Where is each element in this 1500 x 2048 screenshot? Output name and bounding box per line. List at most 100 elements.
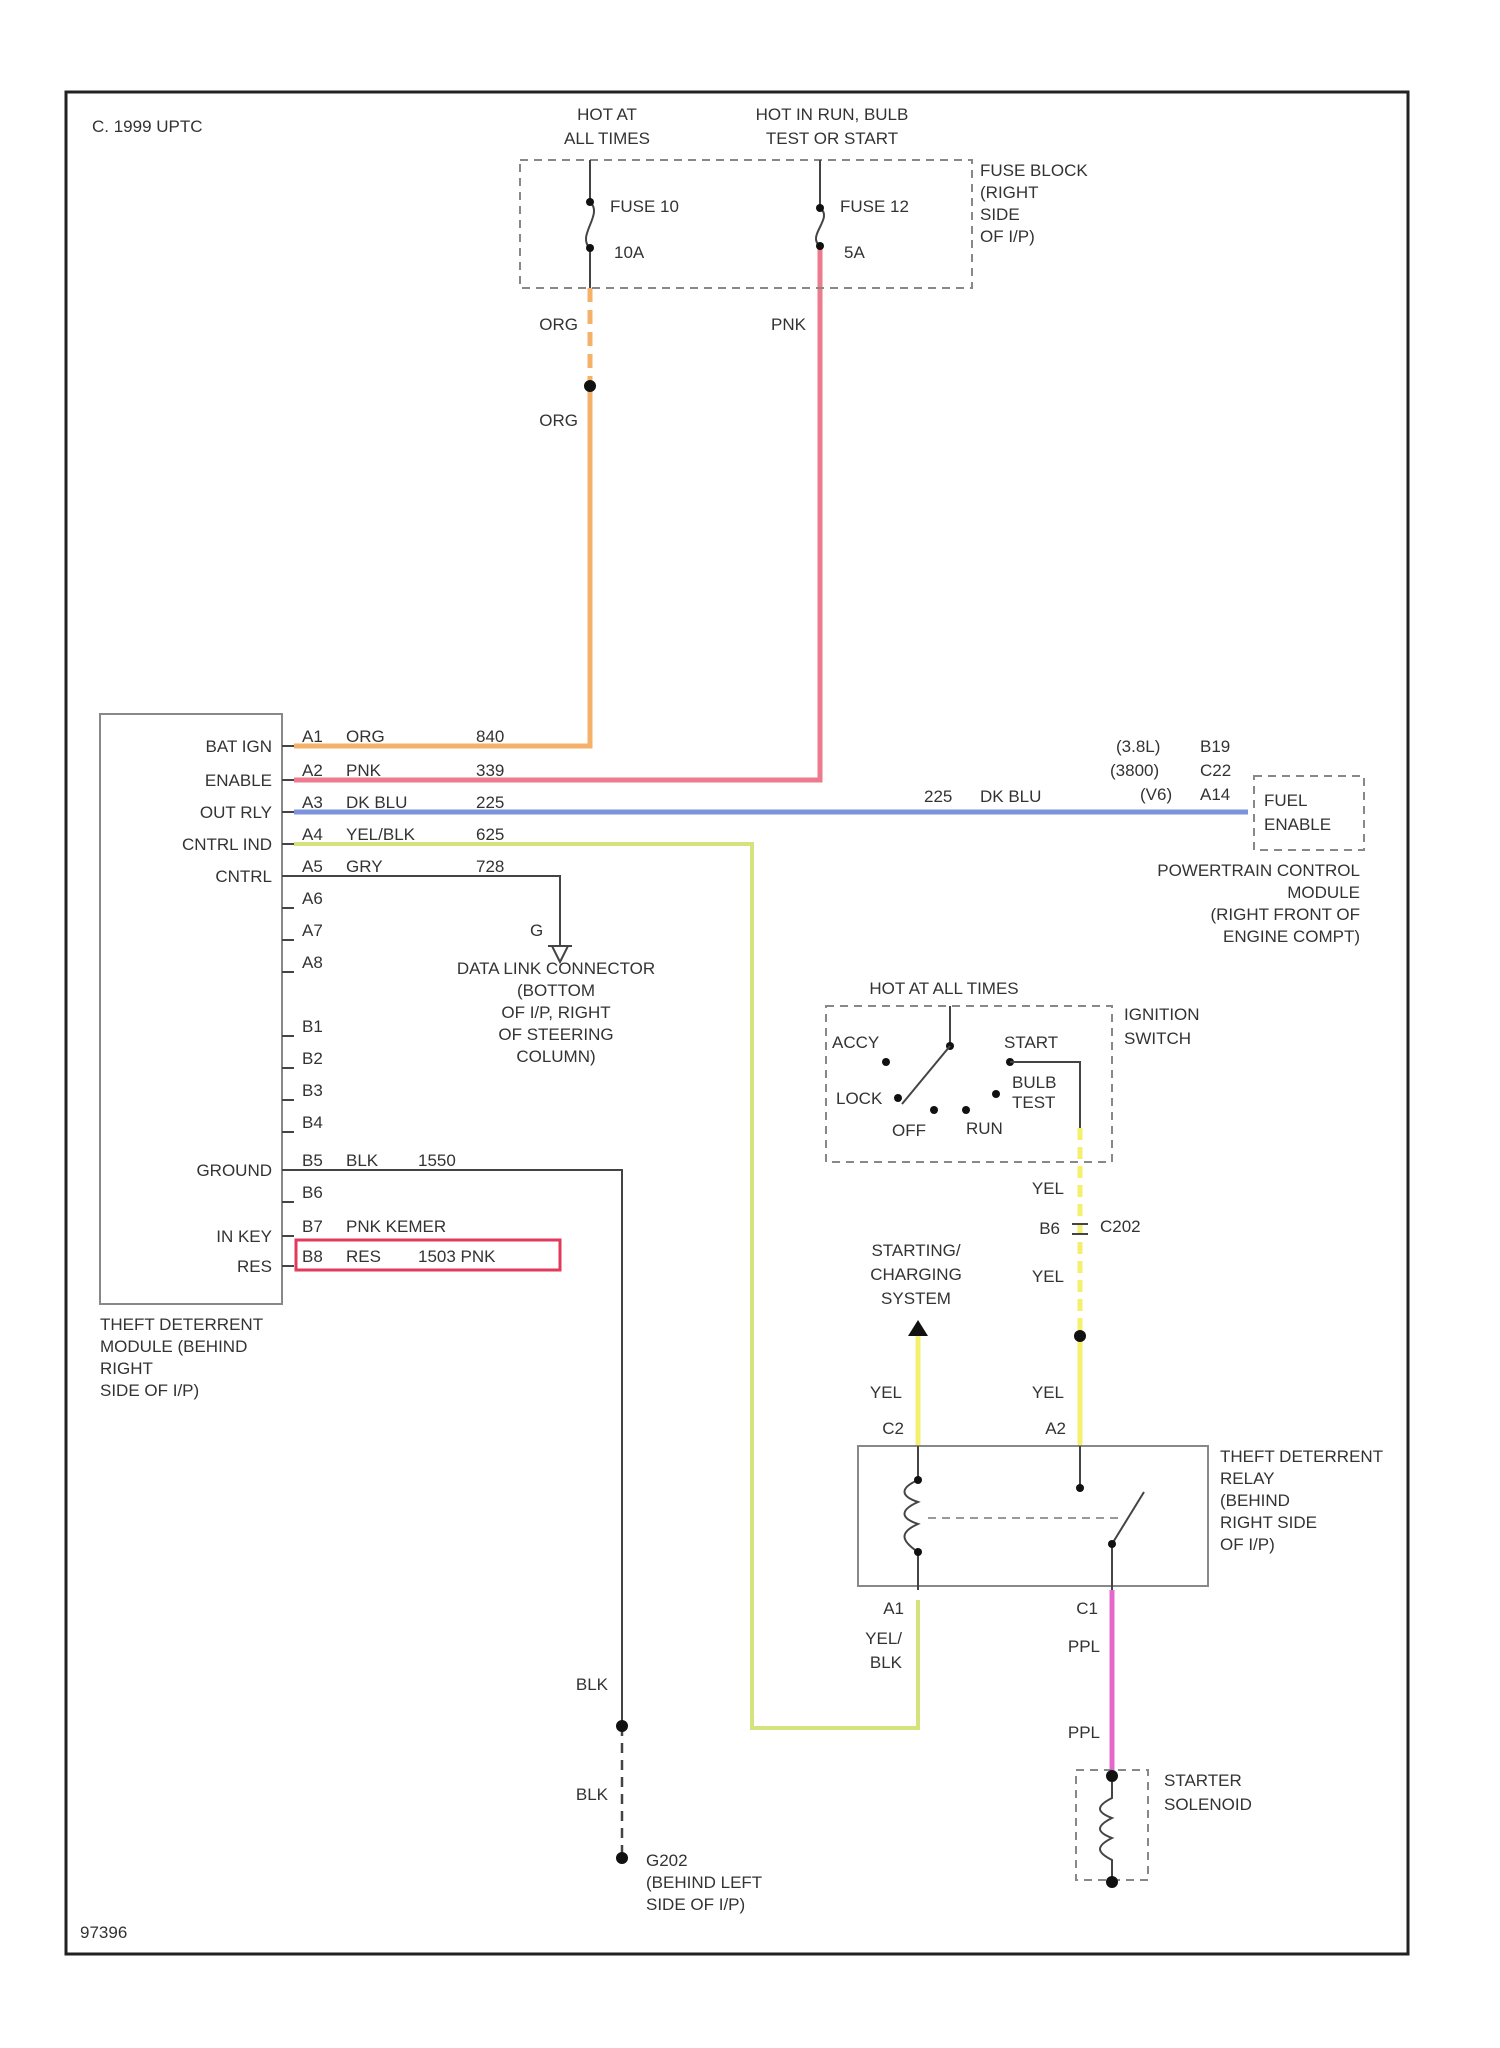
org-label-1: ORG bbox=[539, 315, 578, 334]
pcm-label-1: POWERTRAIN CONTROL bbox=[1157, 861, 1360, 880]
module-pin-id: B5 bbox=[302, 1151, 323, 1170]
module-pin-id: A4 bbox=[302, 825, 323, 844]
module-pin-id: B3 bbox=[302, 1081, 323, 1100]
starting-label-3: SYSTEM bbox=[881, 1289, 951, 1308]
module-pin-circuit: 1503 PNK bbox=[418, 1247, 496, 1266]
relay-a1: A1 bbox=[883, 1599, 904, 1618]
figure-id: 97396 bbox=[80, 1923, 127, 1942]
starting-label-2: CHARGING bbox=[870, 1265, 962, 1284]
starter-coil-icon bbox=[1100, 1782, 1112, 1882]
starting-label-1: STARTING/ bbox=[871, 1241, 960, 1260]
ign-lock-contact bbox=[894, 1094, 902, 1102]
module-label-4: SIDE OF I/P) bbox=[100, 1381, 199, 1400]
ign-start: START bbox=[1004, 1033, 1058, 1052]
c202-pin: B6 bbox=[1039, 1219, 1060, 1238]
fuse-block-label-2: (RIGHT bbox=[980, 183, 1039, 202]
pcm-label-4: ENGINE COMPT) bbox=[1223, 927, 1360, 946]
fuse-12-rating: 5A bbox=[844, 243, 865, 262]
relay-coil-top bbox=[914, 1476, 922, 1484]
module-pin-color: YEL/BLK bbox=[346, 825, 416, 844]
module-pin-id: A1 bbox=[302, 727, 323, 746]
ground-point bbox=[616, 1852, 628, 1864]
module-pin-name: CNTRL IND bbox=[182, 835, 272, 854]
dlc-label-2: (BOTTOM bbox=[517, 981, 595, 1000]
starting-arrow-icon bbox=[908, 1320, 928, 1336]
fuse-12-terminal-bottom bbox=[816, 242, 824, 250]
starter-label-1: STARTER bbox=[1164, 1771, 1242, 1790]
yel-splice bbox=[1074, 1330, 1086, 1342]
ppl-label-2: PPL bbox=[1068, 1723, 1100, 1742]
module-pin-circuit: 728 bbox=[476, 857, 504, 876]
module-pin-id: A5 bbox=[302, 857, 323, 876]
ign-run-contact bbox=[962, 1106, 970, 1114]
dlc-label-3: OF I/P, RIGHT bbox=[501, 1003, 610, 1022]
ign-off: OFF bbox=[892, 1121, 926, 1140]
module-pin-name: CNTRL bbox=[215, 867, 272, 886]
module-pin-circuit: 625 bbox=[476, 825, 504, 844]
ppl-label-1: PPL bbox=[1068, 1637, 1100, 1656]
module-label-2: MODULE (BEHIND bbox=[100, 1337, 247, 1356]
relay-a2: A2 bbox=[1045, 1419, 1066, 1438]
module-pin-circuit: 225 bbox=[476, 793, 504, 812]
dlc-label-5: COLUMN) bbox=[516, 1047, 595, 1066]
blk-label-2: BLK bbox=[576, 1785, 609, 1804]
module-pin-name: GROUND bbox=[196, 1161, 272, 1180]
module-pin-circuit: 840 bbox=[476, 727, 504, 746]
dk-blu-color: DK BLU bbox=[980, 787, 1041, 806]
starter-terminal-top bbox=[1106, 1770, 1118, 1782]
theft-deterrent-relay-box bbox=[858, 1446, 1208, 1586]
pcm-line-1-engine: (3.8L) bbox=[1116, 737, 1160, 756]
dk-blu-circuit: 225 bbox=[924, 787, 952, 806]
fuse-10-icon bbox=[586, 202, 594, 248]
ign-hot-label: HOT AT ALL TIMES bbox=[869, 979, 1018, 998]
fuse-block-label-3: SIDE bbox=[980, 205, 1020, 224]
relay-label-4: RIGHT SIDE bbox=[1220, 1513, 1317, 1532]
relay-switch-contact bbox=[1076, 1484, 1084, 1492]
ign-contact-arm bbox=[902, 1046, 950, 1104]
org-wire bbox=[294, 386, 590, 746]
relay-c2: C2 bbox=[882, 1419, 904, 1438]
module-pin-name: IN KEY bbox=[216, 1227, 272, 1246]
module-pin-color: DK BLU bbox=[346, 793, 407, 812]
pnk-label: PNK bbox=[771, 315, 807, 334]
module-pin-id: A3 bbox=[302, 793, 323, 812]
ground-label-3: SIDE OF I/P) bbox=[646, 1895, 745, 1914]
fuse-10-rating: 10A bbox=[614, 243, 645, 262]
org-splice bbox=[584, 380, 596, 392]
org-label-2: ORG bbox=[539, 411, 578, 430]
module-pin-circuit: 1550 bbox=[418, 1151, 456, 1170]
yel-blk-label-2: BLK bbox=[870, 1653, 903, 1672]
module-pin-id: B6 bbox=[302, 1183, 323, 1202]
pcm-line-2-pin: C22 bbox=[1200, 761, 1231, 780]
fuse-10-name: FUSE 10 bbox=[610, 197, 679, 216]
yel-label-2: YEL bbox=[1032, 1267, 1064, 1286]
ground-label-1: G202 bbox=[646, 1851, 688, 1870]
pcm-label-2: MODULE bbox=[1287, 883, 1360, 902]
ground-splice bbox=[616, 1720, 628, 1732]
pcm-line-3-engine: (V6) bbox=[1140, 785, 1172, 804]
ignition-label-2: SWITCH bbox=[1124, 1029, 1191, 1048]
relay-label-3: (BEHIND bbox=[1220, 1491, 1290, 1510]
hot-at-all-times-line1: HOT AT bbox=[577, 105, 637, 124]
pcm-label-3: (RIGHT FRONT OF bbox=[1210, 905, 1360, 924]
ign-lock: LOCK bbox=[836, 1089, 883, 1108]
module-pin-id: A6 bbox=[302, 889, 323, 908]
fuel-enable-1: FUEL bbox=[1264, 791, 1307, 810]
module-label-3: RIGHT bbox=[100, 1359, 153, 1378]
module-pin-name: BAT IGN bbox=[206, 737, 272, 756]
module-pin-id: A7 bbox=[302, 921, 323, 940]
ign-bulb-2: TEST bbox=[1012, 1093, 1055, 1112]
ign-acc-contact bbox=[882, 1058, 890, 1066]
module-label-1: THEFT DETERRENT bbox=[100, 1315, 263, 1334]
starter-label-2: SOLENOID bbox=[1164, 1795, 1252, 1814]
fuel-enable-box bbox=[1254, 776, 1364, 850]
ign-run: RUN bbox=[966, 1119, 1003, 1138]
blk-label-1: BLK bbox=[576, 1675, 609, 1694]
relay-coil-bottom bbox=[914, 1548, 922, 1556]
yel-label-4: YEL bbox=[870, 1383, 902, 1402]
fuse-block-label-4: OF I/P) bbox=[980, 227, 1035, 246]
hot-at-all-times-line2: ALL TIMES bbox=[564, 129, 650, 148]
dlc-pin: G bbox=[530, 921, 543, 940]
relay-label-2: RELAY bbox=[1220, 1469, 1275, 1488]
diagram-frame bbox=[66, 92, 1408, 1954]
